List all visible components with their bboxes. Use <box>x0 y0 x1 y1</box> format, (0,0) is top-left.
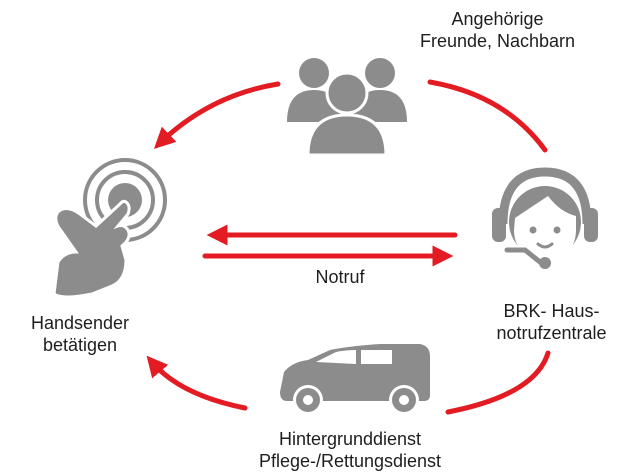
arrow-center-to-background <box>445 350 551 415</box>
van-icon <box>280 344 430 415</box>
background-service-label: Hintergrunddienst Pflege-/Rettungsdienst <box>200 428 500 472</box>
relatives-label-line-2: Freunde, Nachbarn <box>419 31 576 51</box>
arrow-center-to-relatives <box>427 79 548 153</box>
handsender-label-line-1: Handsender <box>30 313 130 333</box>
center-label: BRK- Haus- notrufzentrale <box>480 300 623 344</box>
center-label-line-2: notrufzentrale <box>496 323 607 343</box>
arrow-background-to-handsender <box>146 355 248 411</box>
notruf-label: Notruf <box>285 266 395 288</box>
center-label-line-1: BRK- Haus- <box>503 301 600 321</box>
background-service-label-line-2: Pflege-/Rettungsdienst <box>258 451 442 471</box>
notruf-label-text: Notruf <box>315 267 365 287</box>
people-group-icon <box>287 58 407 157</box>
relatives-label-line-1: Angehörige <box>451 9 544 29</box>
handsender-label-line-2: betätigen <box>42 335 118 355</box>
arrow-relatives-to-handsender <box>153 81 281 149</box>
hand-press-button-icon <box>52 158 167 299</box>
handsender-label: Handsender betätigen <box>0 312 160 356</box>
call-center-headset-icon <box>492 167 598 269</box>
relatives-label: Angehörige Freunde, Nachbarn <box>380 8 615 52</box>
background-service-label-line-1: Hintergrunddienst <box>278 429 422 449</box>
